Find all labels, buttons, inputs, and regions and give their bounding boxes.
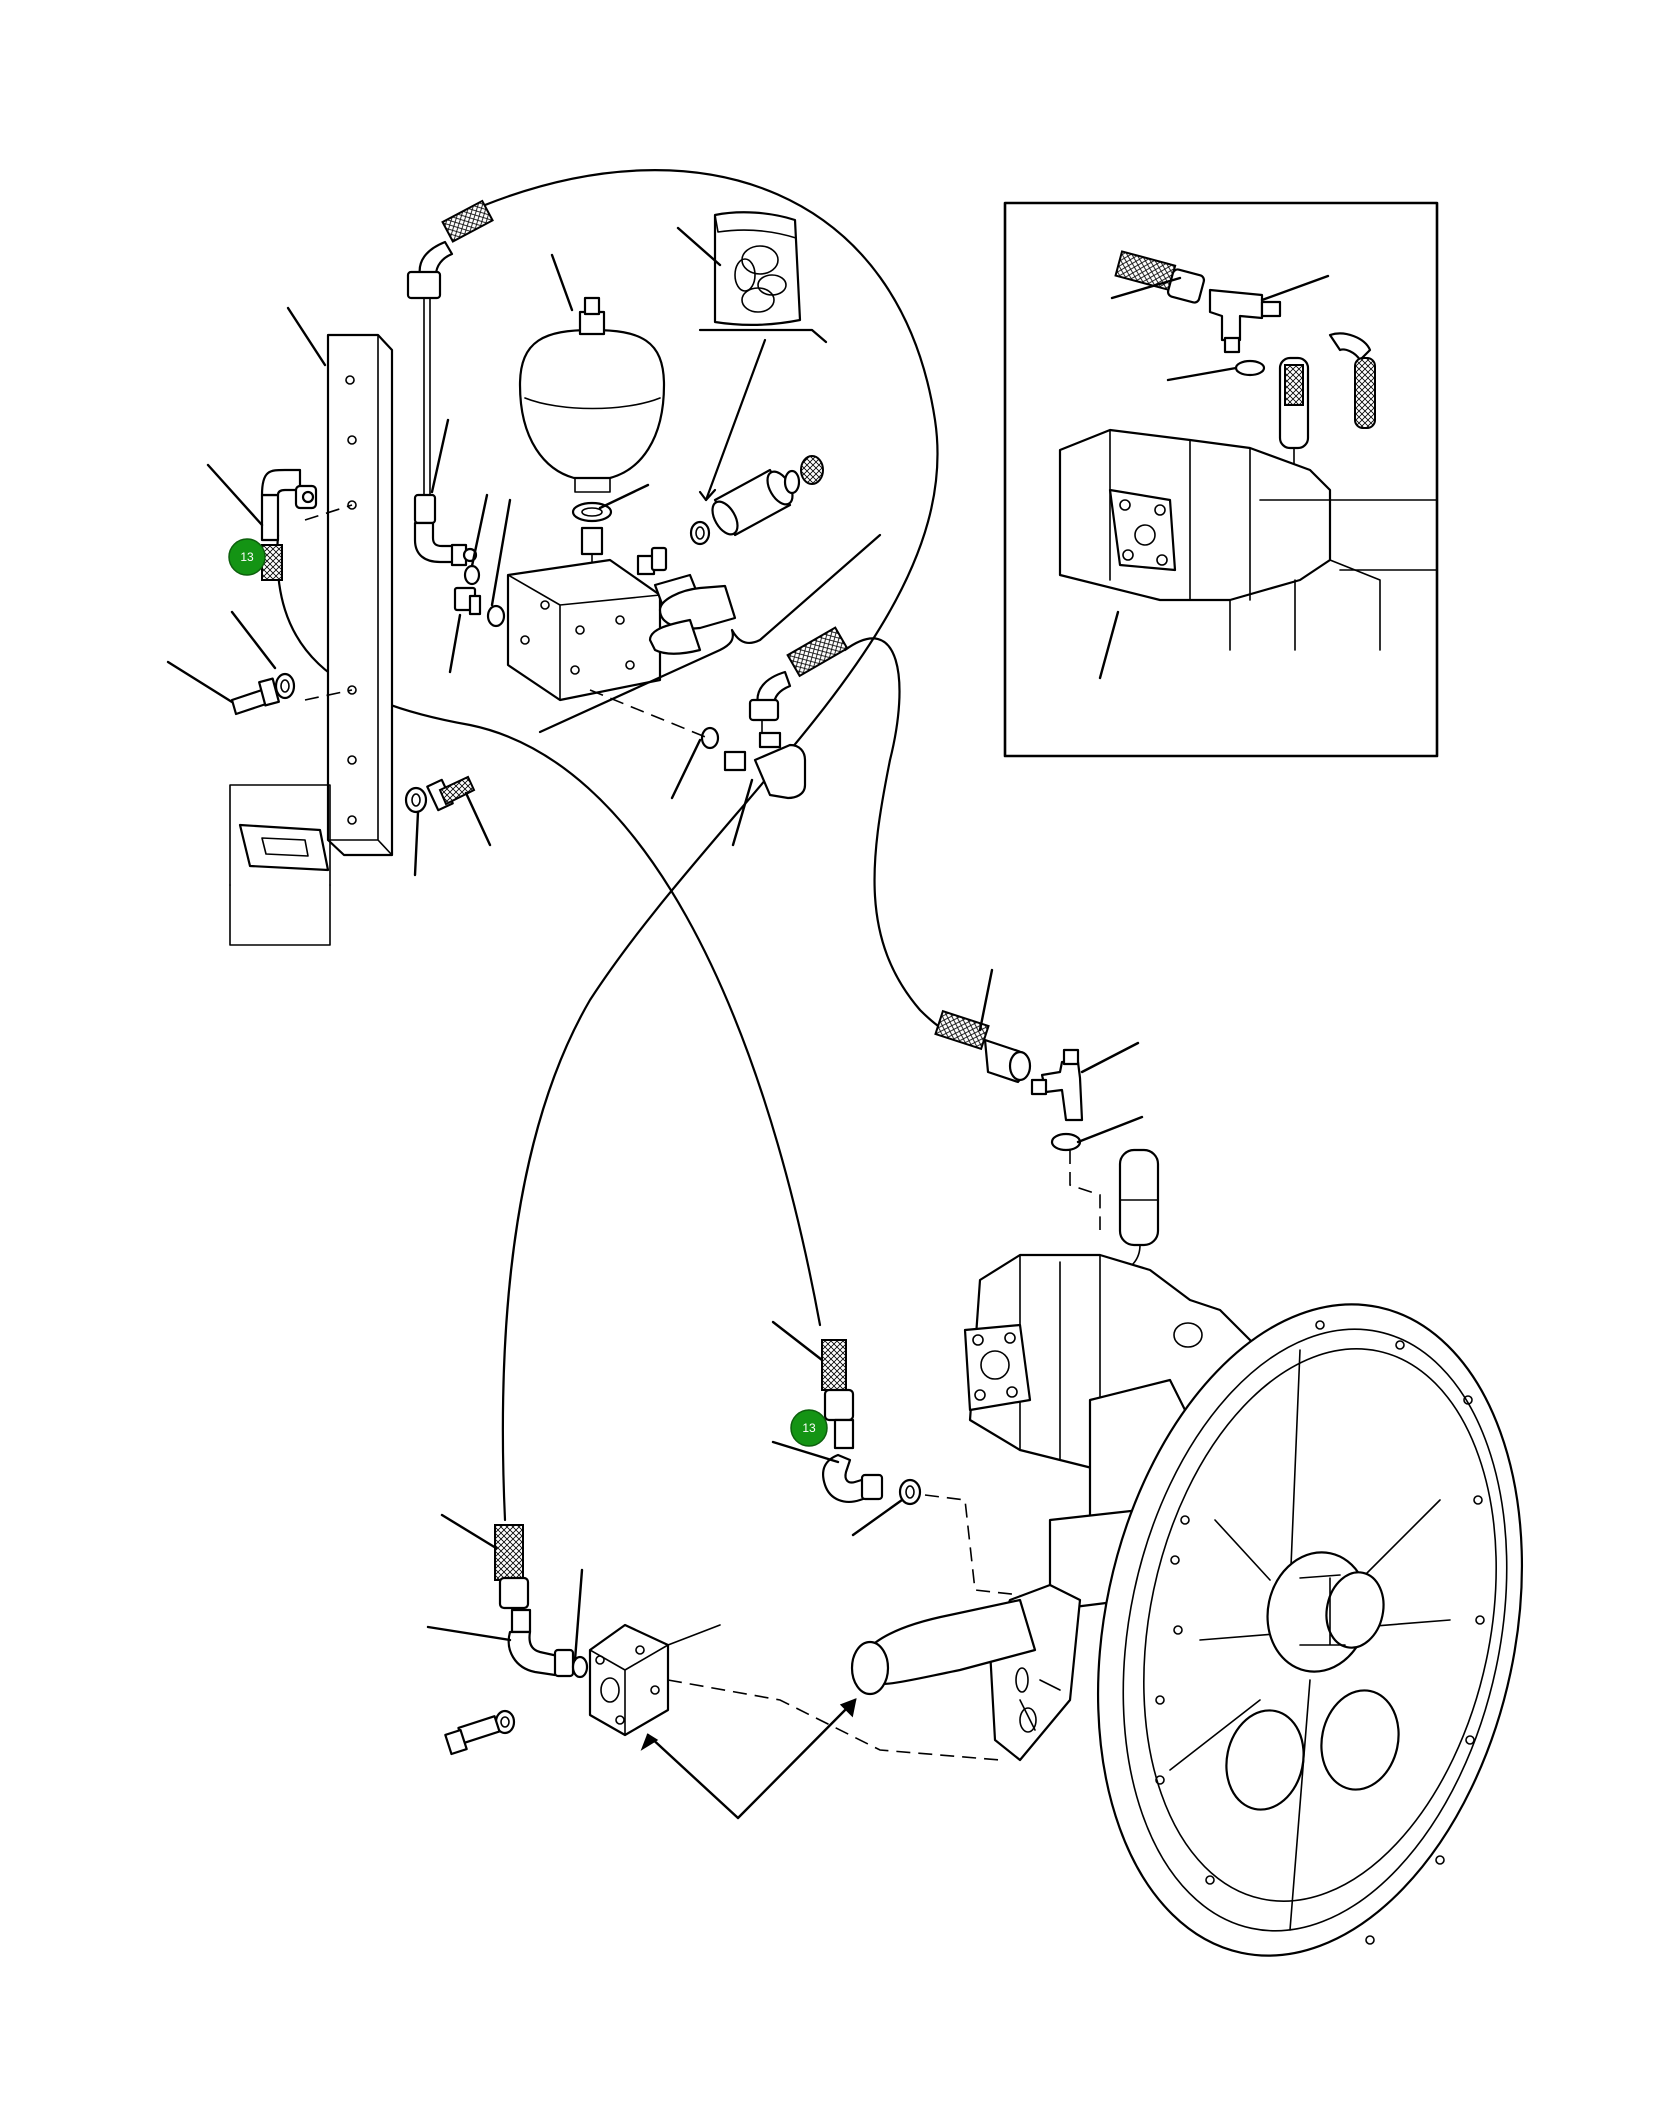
- callout-badge-lower[interactable]: 13: [790, 1409, 828, 1447]
- bolt-left-lower: [404, 775, 476, 814]
- hose-end-tee: [934, 1009, 1101, 1230]
- elbow-fitting-upper-left: [260, 468, 318, 581]
- callout-badge-upper[interactable]: 13: [228, 538, 266, 576]
- group-brace: [538, 533, 882, 734]
- hose-end-mid: [821, 1339, 855, 1450]
- elbow-fitting-mid-lower: [821, 1453, 1021, 1596]
- leader-lines: [166, 226, 1330, 1820]
- hose-end-top: [406, 199, 494, 501]
- pump-tube: [850, 1598, 1037, 1696]
- seal-kit-bag: [698, 211, 828, 502]
- callout-label: 13: [240, 550, 254, 564]
- detail-inset: [1003, 201, 1439, 758]
- bolt-left-upper: [230, 672, 296, 716]
- elbow-fitting-valve-lower: [589, 626, 849, 800]
- elbow-fitting-mid: [413, 493, 481, 586]
- bracket-bar: [229, 784, 331, 946]
- bolt-lower-left: [444, 1709, 516, 1756]
- valve-block: [506, 546, 737, 702]
- hose-end-lower-left: [494, 1524, 530, 1610]
- relief-valve-cartridge: [689, 455, 824, 546]
- adapter-block: [588, 1623, 1001, 1761]
- mounting-plate: [304, 333, 394, 857]
- accumulator: [518, 296, 666, 565]
- elbow-fitting-lower-left: [507, 1608, 589, 1679]
- callout-label: 13: [802, 1421, 816, 1435]
- fitting-nipple: [453, 586, 506, 628]
- flywheel-housing: [1096, 1303, 1524, 1957]
